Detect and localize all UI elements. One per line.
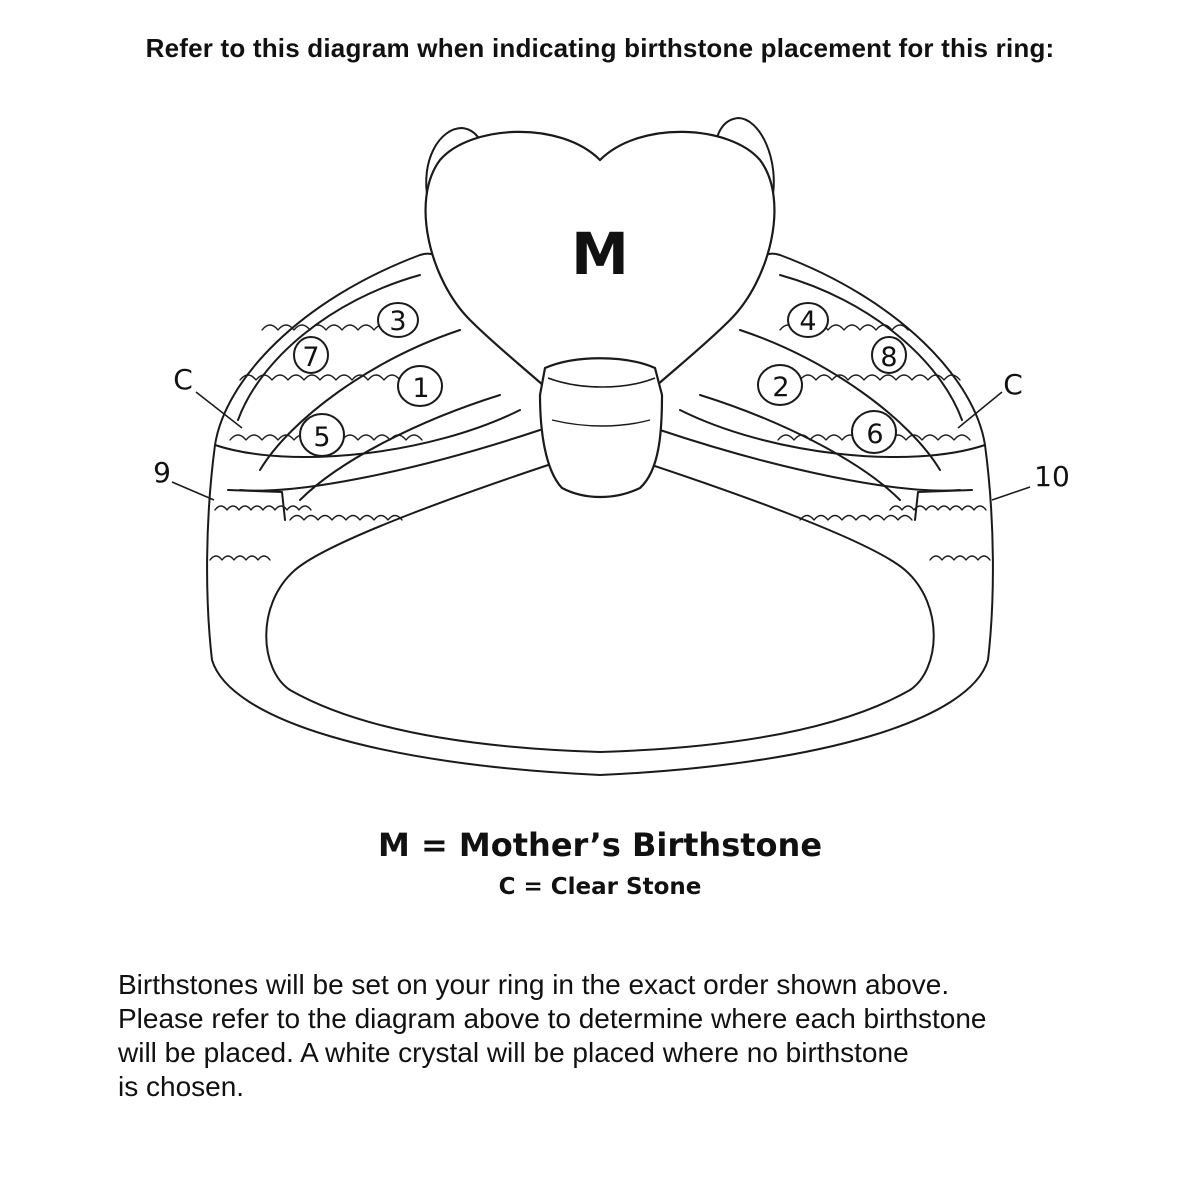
stone-label-5: 5 — [313, 422, 330, 453]
leader-9 — [171, 481, 215, 501]
stone-label-2: 2 — [772, 372, 789, 403]
stone-label-6: 6 — [866, 419, 883, 450]
leader-c-left — [195, 391, 243, 429]
stone-2-outline — [757, 364, 803, 406]
stone-label-4: 4 — [799, 306, 816, 337]
note-line-1: Birthstones will be set on your ring in … — [118, 969, 950, 1000]
stone-label-10: 10 — [1034, 460, 1070, 493]
stone-7-outline — [293, 336, 329, 374]
placement-note: Birthstones will be set on your ring in … — [118, 968, 1108, 1104]
clear-stone-label-left: C — [173, 363, 193, 396]
ring-band-outer — [206, 444, 994, 776]
page-heading: Refer to this diagram when indicating bi… — [145, 33, 1055, 63]
ring-band-inner — [265, 447, 935, 753]
stone-6-outline — [851, 410, 897, 454]
stone-1-outline — [397, 365, 443, 407]
stone-label-9: 9 — [153, 456, 171, 489]
stone-label-3: 3 — [389, 306, 406, 337]
legend-clear-stone: C = Clear Stone — [498, 874, 702, 900]
legend-mother-birthstone: M = Mother’s Birthstone — [377, 826, 823, 864]
note-line-2: Please refer to the diagram above to det… — [118, 1003, 987, 1034]
stone-label-1: 1 — [412, 373, 429, 404]
prong-bottom — [538, 357, 664, 499]
note-line-3: will be placed. A white crystal will be … — [118, 1037, 909, 1068]
stone-3-outline — [377, 302, 419, 338]
note-line-4: is chosen. — [118, 1071, 245, 1102]
stone-label-7: 7 — [302, 342, 319, 373]
stone-8-outline — [871, 336, 907, 374]
stone-label-8: 8 — [880, 342, 897, 373]
stone-4-outline — [787, 302, 829, 338]
clear-stone-label-right: C — [1003, 368, 1023, 401]
leader-10 — [991, 486, 1031, 501]
stone-5-outline — [299, 413, 345, 457]
center-stone-label: M — [571, 220, 629, 288]
leader-c-right — [957, 391, 1003, 429]
